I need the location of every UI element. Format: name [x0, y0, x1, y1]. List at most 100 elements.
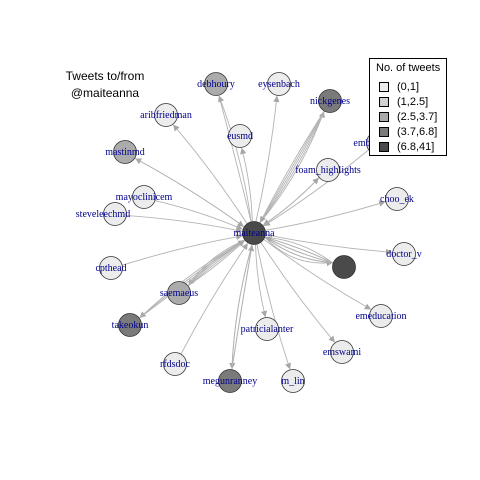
node-saemaeus — [167, 281, 191, 305]
node-label-steveleechmd: steveleechmd — [76, 209, 130, 220]
legend-swatch — [379, 141, 389, 152]
node-emswami — [330, 340, 354, 364]
edge-maiteanna-to-takeokun — [139, 239, 245, 318]
node-arbfriedman — [154, 103, 178, 127]
edge-maiteanna-to-m_lin — [256, 244, 292, 370]
node-label-mastinmd: mastinmd — [105, 147, 144, 158]
edge-maiteanna-to-nickgenes — [259, 111, 325, 224]
edge-mayoclinicem-to-maiteanna — [154, 200, 243, 230]
graph-title-line-1: Tweets to/from — [65, 69, 145, 83]
edge-maiteanna-to-doctor_v — [265, 234, 393, 255]
legend-swatch — [379, 81, 389, 92]
legend-item: (1,2.5] — [379, 95, 428, 108]
node-maiteanna — [242, 221, 266, 245]
node-label-rfdsdoc: rfdsdoc — [160, 359, 191, 370]
edge-steveleechmd-to-maiteanna — [126, 215, 243, 234]
node-cpthead — [99, 256, 123, 280]
graph-title: Tweets to/from @maiteanna — [50, 68, 160, 102]
node-label-debhoury: debhoury — [197, 79, 235, 90]
edges-layer — [122, 95, 393, 370]
node-label-eusmd: eusmd — [227, 131, 253, 142]
node-steveleechmd — [103, 202, 127, 226]
legend-item: (2.5,3.7] — [379, 110, 437, 123]
legend-label: (1,2.5] — [397, 95, 429, 108]
node-label-arbfriedman: aribfriedman — [140, 110, 192, 121]
node-eusmd — [228, 124, 252, 148]
edge-maiteanna-to-eysenbach — [255, 95, 280, 222]
edge-nickgenes-to-maiteanna — [259, 110, 325, 223]
node-unlabeled — [332, 255, 356, 279]
edge-rfdsdoc-to-maiteanna — [180, 243, 248, 355]
legend-swatch — [379, 126, 389, 137]
node-m_lin — [281, 369, 305, 393]
edge-takeokun-to-maiteanna — [138, 240, 245, 319]
node-label-saemaeus: saemaeus — [160, 288, 198, 299]
graph-title-line-2: @maiteanna — [70, 86, 140, 100]
legend-item: (6.8,41] — [379, 140, 434, 153]
edge-maiteanna-to-debhoury — [218, 95, 252, 222]
node-label-takeokun: takeokun — [112, 320, 149, 331]
edge-maiteanna-to-debhoury — [218, 95, 252, 222]
edge-maiteanna-to-nickgenes — [259, 111, 325, 224]
node-label-mayoclinicem: mayoclinicem — [116, 192, 173, 203]
edge-maiteanna-to-nickgenes — [259, 111, 325, 224]
node-label-nickgenes: nickgenes — [310, 96, 350, 107]
legend: No. of tweets (0,1] (1,2.5] (2.5,3.7] (3… — [369, 58, 447, 156]
node-label-emb: emb — [353, 138, 370, 149]
labels-layer: maiteanna debhoury eysenbach nickgenes aribf… — [76, 79, 422, 387]
edge-maiteanna-to-arbfriedman — [173, 124, 248, 225]
edge-maiteanna-to-emeducation — [263, 238, 372, 310]
node-foam — [316, 158, 340, 182]
legend-label: (0,1] — [397, 80, 420, 93]
node-label-foam: foam_highlights — [295, 165, 361, 176]
legend-label: (2.5,3.7] — [397, 110, 438, 123]
edge-foam-to-maiteanna — [262, 177, 320, 226]
legend-swatch — [379, 96, 389, 107]
node-label-patricialanter: patricialanter — [241, 324, 294, 335]
node-label-cpthead: cpthead — [95, 263, 126, 274]
edge-unlabeled-to-maiteanna — [265, 235, 334, 264]
node-debhoury — [204, 72, 228, 96]
edge-cpthead-to-maiteanna — [122, 233, 243, 266]
edge-maiteanna-to-foam — [262, 177, 319, 226]
node-eysenbach — [267, 72, 291, 96]
legend-item: (0,1] — [379, 80, 419, 93]
edge-maiteanna-to-choo_ek — [265, 200, 386, 231]
edge-emb-to-maiteanna — [263, 149, 369, 227]
node-emeducation — [369, 304, 393, 328]
node-takeokun — [118, 313, 142, 337]
node-label-emswami: emswami — [323, 347, 362, 358]
node-mastinmd — [113, 140, 137, 164]
edge-maiteanna-to-patricialanter — [255, 244, 268, 318]
node-megunranney — [218, 369, 242, 393]
edge-mastinmd-to-maiteanna — [134, 157, 244, 227]
edge-maiteanna-to-unlabeled — [264, 236, 333, 267]
node-label-m_lin: m_lin — [281, 376, 304, 387]
edge-saemaeus-to-maiteanna — [187, 240, 245, 287]
edge-maiteanna-to-eusmd — [240, 147, 253, 222]
node-patricialanter — [255, 317, 279, 341]
nodes-layer — [99, 72, 416, 393]
edge-nickgenes-to-maiteanna — [259, 110, 325, 223]
node-label-megunranney: megunranney — [203, 376, 257, 387]
node-rfdsdoc — [163, 352, 187, 376]
node-label-choo_ek: choo_ek — [380, 194, 414, 205]
legend-swatch — [379, 111, 389, 122]
node-nickgenes — [318, 89, 342, 113]
node-doctor_v — [392, 242, 416, 266]
edge-megunranney-to-maiteanna — [231, 244, 255, 370]
legend-title: No. of tweets — [376, 62, 441, 74]
node-label-doctor_v: doctor_v — [386, 249, 422, 260]
node-choo_ek — [385, 187, 409, 211]
edge-maiteanna-to-emswami — [260, 242, 335, 343]
legend-item: (3.7,6.8] — [379, 125, 437, 138]
legend-label: (3.7,6.8] — [397, 125, 438, 138]
legend-label: (6.8,41] — [397, 140, 435, 153]
edge-megunranney-to-maiteanna — [231, 245, 253, 370]
node-label-emeducation: emeducation — [355, 311, 406, 322]
node-label-eysenbach: eysenbach — [258, 79, 300, 90]
node-mayoclinicem — [132, 185, 156, 209]
node-label-maiteanna: maiteanna — [233, 228, 275, 239]
edge-maiteanna-to-takeokun — [139, 239, 246, 318]
